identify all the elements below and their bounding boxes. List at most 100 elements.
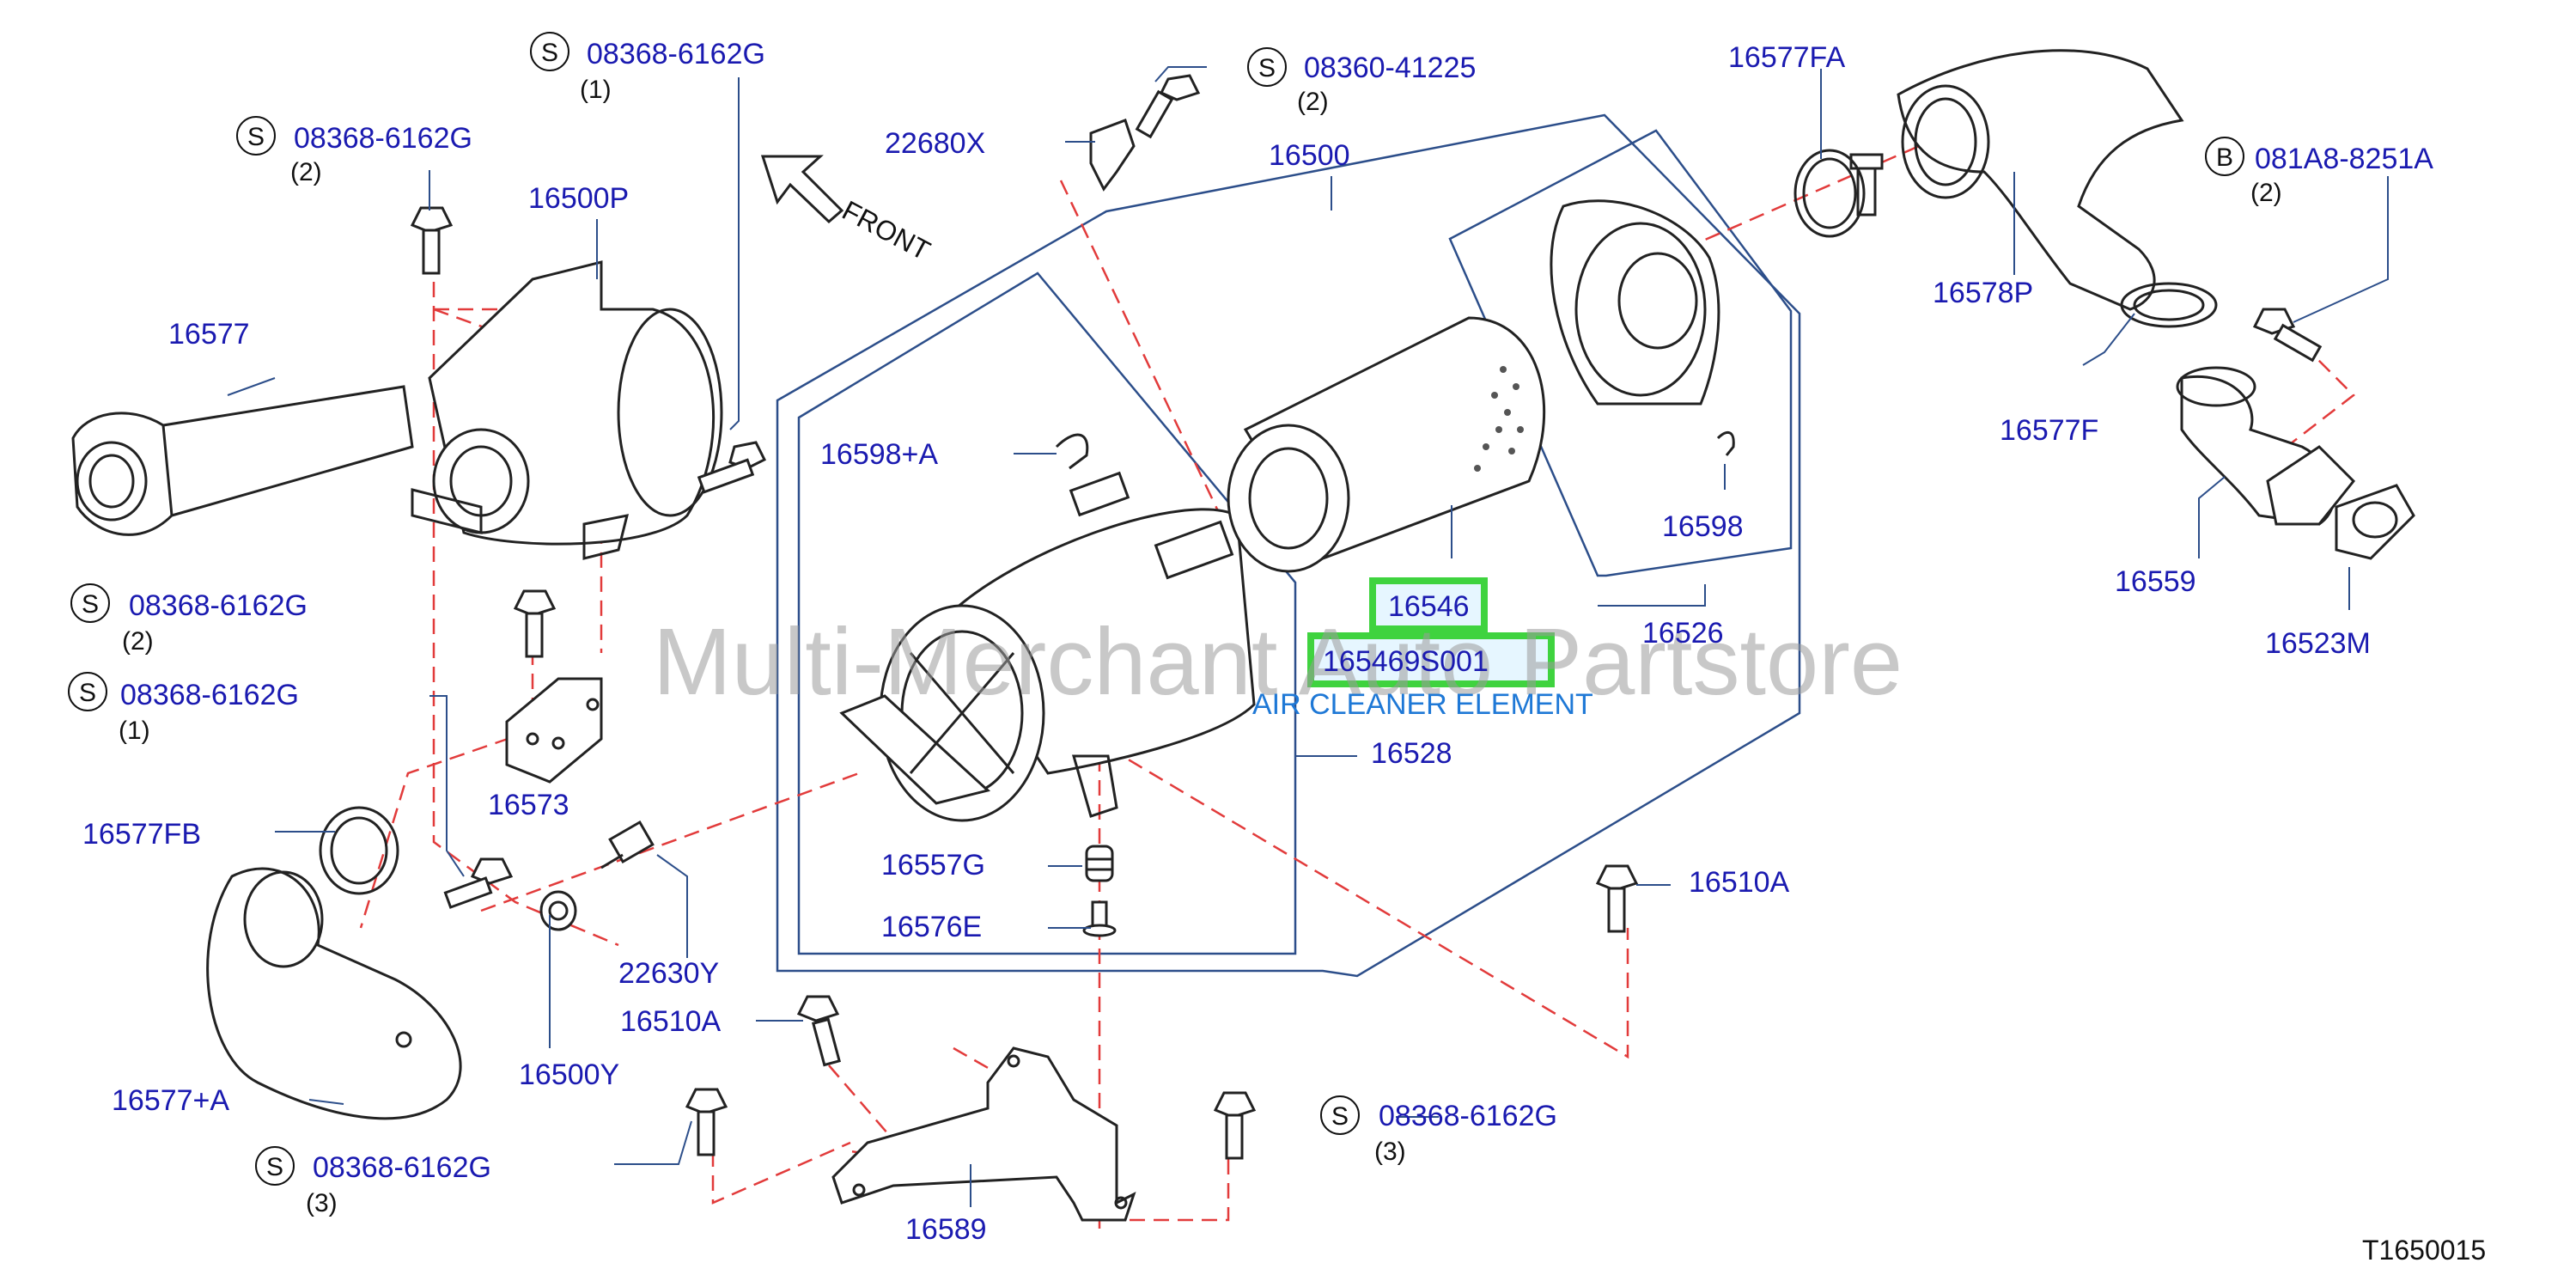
bolt-drawings bbox=[410, 74, 2323, 1160]
s-badge-5: S bbox=[68, 672, 107, 711]
highlight-catalog-number-box bbox=[1307, 632, 1555, 687]
svg-text:S: S bbox=[82, 590, 99, 619]
cover-16526-drawing bbox=[1550, 199, 1735, 456]
bolt-6-drawing bbox=[685, 1088, 728, 1156]
hose-16578p-drawing bbox=[1897, 49, 2184, 311]
label-16589[interactable]: 16589 bbox=[905, 1213, 987, 1246]
bushing-16557g-drawing bbox=[1085, 845, 1114, 882]
catalog-number-165469s001[interactable]: 165469S001 bbox=[1323, 645, 1489, 678]
svg-text:B: B bbox=[2216, 143, 2233, 172]
front-arrow-icon bbox=[760, 155, 844, 224]
svg-text:S: S bbox=[541, 39, 558, 67]
b-badge-1: B bbox=[2205, 137, 2244, 176]
bolt-5-drawing bbox=[796, 995, 842, 1067]
s-badge-3: S bbox=[1247, 47, 1287, 87]
qty-08368-left2: (2) bbox=[122, 627, 154, 656]
front-label: FRONT bbox=[837, 194, 935, 266]
label-16528[interactable]: 16528 bbox=[1371, 737, 1452, 770]
svg-text:S: S bbox=[1258, 54, 1276, 82]
bolt-7-drawing bbox=[1213, 1091, 1257, 1160]
label-16577[interactable]: 16577 bbox=[168, 318, 250, 351]
assembly-outline-16500 bbox=[776, 113, 1801, 978]
label-16559[interactable]: 16559 bbox=[2115, 565, 2196, 598]
label-16578p[interactable]: 16578P bbox=[1933, 277, 2033, 309]
bracket-16589-drawing bbox=[831, 1046, 1136, 1222]
housing-16528-drawing bbox=[839, 471, 1256, 822]
label-08368-left1[interactable]: 08368-6162G bbox=[294, 122, 472, 155]
label-16577fb[interactable]: 16577FB bbox=[82, 818, 201, 851]
label-08368-left2[interactable]: 08368-6162G bbox=[129, 589, 308, 622]
duct-16577a-drawing bbox=[206, 867, 462, 1120]
label-16557g[interactable]: 16557G bbox=[881, 849, 985, 882]
qty-08360-41225: (2) bbox=[1297, 88, 1329, 116]
label-16523m[interactable]: 16523M bbox=[2265, 627, 2371, 660]
diagram-reference-code: T1650015 bbox=[2362, 1235, 2486, 1266]
qty-08368-top: (1) bbox=[580, 76, 612, 104]
s-badge-7: S bbox=[255, 1146, 295, 1186]
bolt-3-drawing bbox=[513, 589, 557, 658]
qty-081a8-8251a: (2) bbox=[2250, 179, 2282, 207]
s-badge-2: S bbox=[236, 116, 276, 156]
watermark: Multi-Merchant Auto Partstore bbox=[653, 609, 1903, 715]
bolt-2-drawing bbox=[697, 441, 767, 494]
elbow-16559-drawing bbox=[2176, 366, 2356, 526]
label-08368-left3[interactable]: 08368-6162G bbox=[120, 679, 299, 711]
clamp-16577fa-drawing bbox=[1793, 149, 1866, 238]
svg-text:S: S bbox=[266, 1153, 283, 1181]
part-number-16546[interactable]: 16546 bbox=[1388, 590, 1470, 623]
label-16598a[interactable]: 16598+A bbox=[820, 438, 938, 471]
label-16577f[interactable]: 16577F bbox=[2000, 414, 2098, 447]
leader-lines bbox=[227, 66, 2389, 1207]
collar-16576e-drawing bbox=[1082, 900, 1117, 937]
label-16577a[interactable]: 16577+A bbox=[112, 1084, 229, 1117]
assembly-outline-16528 bbox=[797, 271, 1297, 955]
bracket-16573-drawing bbox=[505, 677, 603, 784]
bolt-1-drawing bbox=[410, 206, 454, 275]
highlight-catalog-number-fill bbox=[1311, 636, 1551, 684]
label-08368-bot-left[interactable]: 08368-6162G bbox=[313, 1151, 491, 1184]
gasket-16577f-drawing bbox=[2120, 282, 2218, 328]
svg-text:S: S bbox=[247, 123, 265, 151]
bolt-4-drawing bbox=[443, 857, 514, 909]
qty-08368-bot-left: (3) bbox=[306, 1189, 338, 1217]
assembly-outline-16526 bbox=[1448, 129, 1793, 577]
label-16500y[interactable]: 16500Y bbox=[519, 1058, 619, 1091]
label-081a8-8251a[interactable]: 081A8-8251A bbox=[2255, 143, 2433, 175]
highlight-part-number-box bbox=[1369, 577, 1488, 632]
label-22630y[interactable]: 22630Y bbox=[618, 957, 719, 990]
label-08368-bot-right[interactable]: 08368-6162G bbox=[1379, 1100, 1557, 1132]
filter-16546-drawing bbox=[1227, 316, 1546, 573]
grommet-16500y-drawing bbox=[539, 890, 577, 931]
highlight-part-number-fill bbox=[1373, 581, 1484, 629]
label-16500[interactable]: 16500 bbox=[1269, 139, 1350, 172]
label-08360-41225[interactable]: 08360-41225 bbox=[1304, 52, 1476, 84]
s-badge-1: S bbox=[530, 32, 569, 71]
part-description: AIR CLEANER ELEMENT bbox=[1252, 688, 1593, 721]
label-22680x[interactable]: 22680X bbox=[885, 127, 985, 160]
sensor-22680x-drawing bbox=[1089, 119, 1136, 192]
label-16573[interactable]: 16573 bbox=[488, 789, 569, 821]
svg-text:S: S bbox=[1331, 1102, 1349, 1131]
label-16510a-right[interactable]: 16510A bbox=[1689, 866, 1790, 899]
gasket-16523m-drawing bbox=[2335, 484, 2415, 560]
clamp-16577fb-drawing bbox=[319, 806, 399, 895]
qty-08368-left3: (1) bbox=[119, 717, 150, 745]
qty-08368-left1: (2) bbox=[290, 158, 322, 186]
qty-08368-bot-right: (3) bbox=[1374, 1138, 1406, 1166]
s-badge-4: S bbox=[70, 583, 110, 623]
resonator-16500p-drawing bbox=[411, 260, 723, 560]
sensor-22630y-drawing bbox=[600, 820, 655, 869]
svg-text:S: S bbox=[79, 679, 96, 707]
s-badge-6: S bbox=[1320, 1095, 1360, 1135]
bolt-10-drawing bbox=[2252, 308, 2323, 363]
label-16598[interactable]: 16598 bbox=[1662, 510, 1744, 543]
label-16576e[interactable]: 16576E bbox=[881, 911, 982, 943]
label-16500p[interactable]: 16500P bbox=[528, 182, 629, 215]
label-16526[interactable]: 16526 bbox=[1642, 617, 1724, 650]
duct-16577-drawing bbox=[71, 385, 414, 536]
bolt-9-drawing bbox=[1135, 74, 1201, 139]
label-16510a-left[interactable]: 16510A bbox=[620, 1005, 722, 1038]
label-16577fa[interactable]: 16577FA bbox=[1728, 41, 1845, 74]
label-08368-top[interactable]: 08368-6162G bbox=[587, 38, 765, 70]
